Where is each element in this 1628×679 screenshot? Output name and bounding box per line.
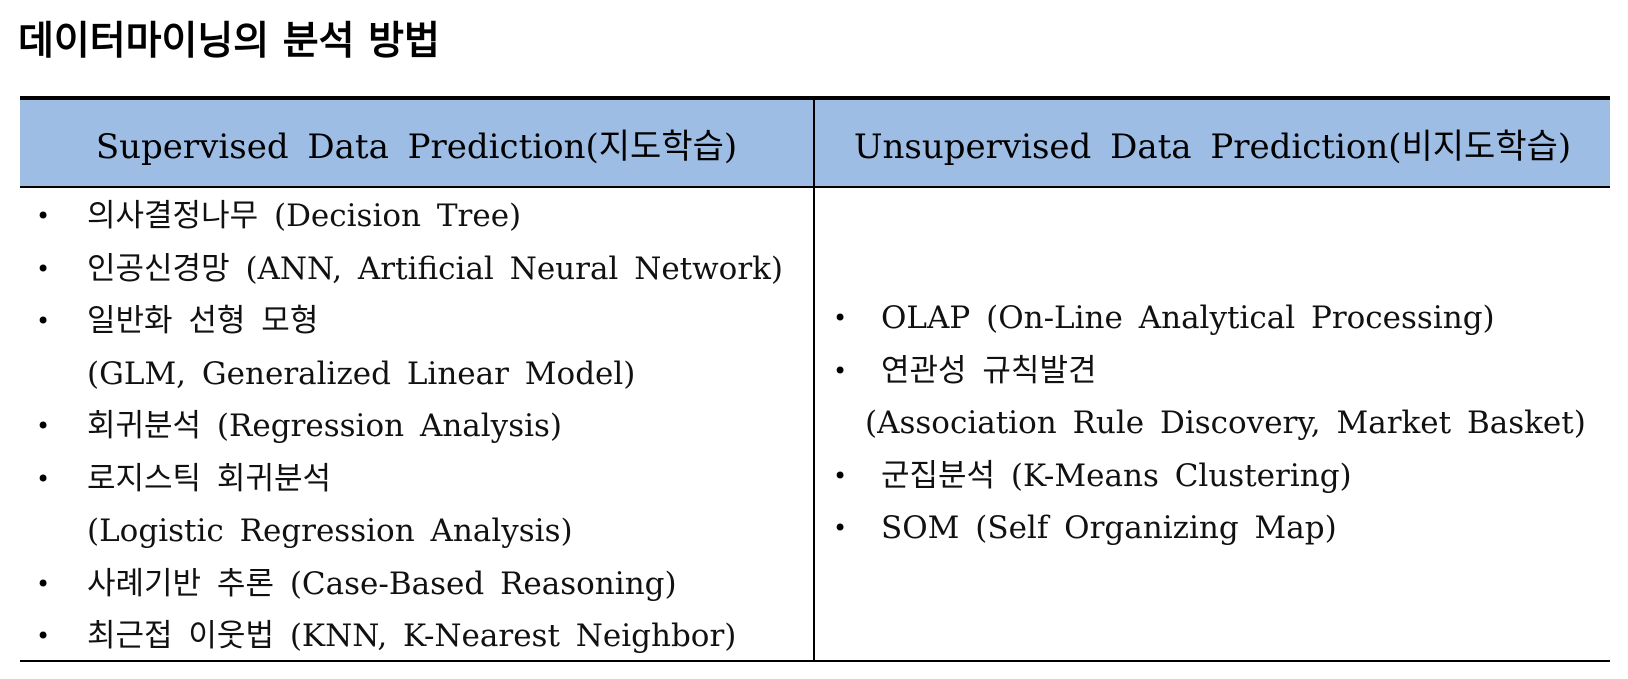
list-item: • OLAP (On-Line Analytical Processing) (815, 292, 1586, 345)
list-item-continuation: (Logistic Regression Analysis) (20, 505, 783, 558)
list-item: • 회귀분석 (Regression Analysis) (20, 400, 783, 453)
method-label: 회귀분석 (Regression Analysis) (87, 408, 563, 444)
method-label: 사례기반 추론 (Case-Based Reasoning) (87, 565, 677, 602)
method-label: (GLM, Generalized Linear Model) (87, 355, 636, 392)
method-label: 군집분석 (K-Means Clustering) (881, 457, 1352, 494)
bullet-icon: • (833, 514, 848, 542)
method-label: (Logistic Regression Analysis) (87, 513, 573, 549)
bullet-icon: • (36, 622, 51, 650)
list-item: • SOM (Self Organizing Map) (815, 502, 1586, 555)
method-label: SOM (Self Organizing Map) (881, 510, 1337, 546)
method-label: 최근접 이웃법 (KNN, K-Nearest Neighbor) (87, 618, 737, 654)
list-item: • 연관성 규칙발견 (815, 345, 1586, 398)
method-label: 인공신경망 (ANN, Artificial Neural Network) (87, 250, 784, 287)
list-item: • 사례기반 추론 (Case-Based Reasoning) (20, 558, 783, 611)
table-header-row: Supervised Data Prediction(지도학습) Unsuper… (20, 100, 1610, 188)
supervised-cell: • 의사결정나무 (Decision Tree) • 인공신경망 (ANN, Art… (20, 188, 815, 660)
bullet-icon: • (36, 307, 51, 335)
unsupervised-method-list: • OLAP (On-Line Analytical Processing) • 연… (815, 292, 1586, 555)
method-label: 연관성 규칙발견 (881, 352, 1097, 389)
list-item: • 로지스틱 회귀분석 (20, 453, 783, 506)
bullet-icon: • (36, 202, 51, 230)
list-item: • 인공신경망 (ANN, Artificial Neural Network) (20, 243, 783, 296)
bullet-icon: • (36, 254, 51, 283)
unsupervised-cell: • OLAP (On-Line Analytical Processing) • 연… (815, 188, 1610, 660)
list-item: • 일반화 선형 모형 (20, 295, 783, 348)
list-item: • 군집분석 (K-Means Clustering) (815, 450, 1586, 503)
method-label: (Association Rule Discovery, Market Bask… (865, 405, 1586, 441)
method-label: 로지스틱 회귀분석 (87, 460, 332, 497)
header-supervised: Supervised Data Prediction(지도학습) (20, 100, 815, 186)
list-item-continuation: (Association Rule Discovery, Market Bask… (815, 397, 1586, 450)
page-title: 데이터마이닝의 분석 방법 (18, 19, 440, 64)
table-body-row: • 의사결정나무 (Decision Tree) • 인공신경망 (ANN, Art… (20, 188, 1610, 660)
bullet-icon: • (36, 569, 51, 598)
bullet-icon: • (833, 304, 848, 332)
analysis-methods-table: Supervised Data Prediction(지도학습) Unsuper… (20, 96, 1610, 662)
bullet-icon: • (833, 461, 848, 490)
method-label: 일반화 선형 모형 (87, 303, 319, 339)
list-item-continuation: (GLM, Generalized Linear Model) (20, 348, 783, 401)
list-item: • 최근접 이웃법 (KNN, K-Nearest Neighbor) (20, 610, 783, 663)
method-label: OLAP (On-Line Analytical Processing) (881, 300, 1495, 336)
method-label: 의사결정나무 (Decision Tree) (87, 198, 522, 234)
bullet-icon: • (833, 356, 848, 385)
supervised-method-list: • 의사결정나무 (Decision Tree) • 인공신경망 (ANN, Art… (20, 190, 783, 663)
header-unsupervised: Unsupervised Data Prediction(비지도학습) (853, 126, 1572, 167)
list-item: • 의사결정나무 (Decision Tree) (20, 190, 783, 243)
bullet-icon: • (36, 464, 51, 493)
bullet-icon: • (36, 412, 51, 440)
